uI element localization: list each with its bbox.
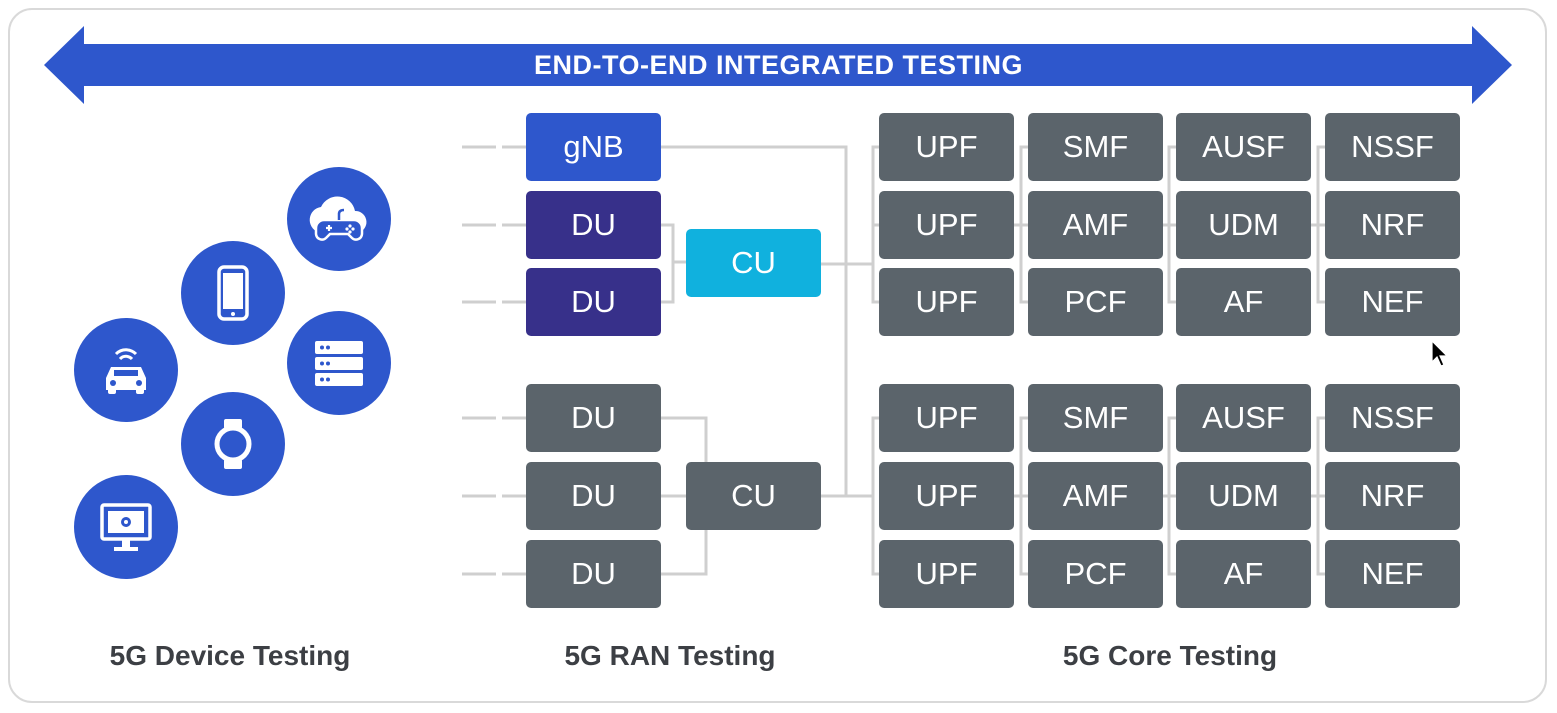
core-nf-box: NRF: [1325, 191, 1460, 259]
gnb-box: gNB: [526, 113, 661, 181]
end-to-end-arrow: [44, 26, 1512, 104]
cu-box: CU: [686, 462, 821, 530]
core-nf-box: UPF: [879, 191, 1014, 259]
core-testing-label: 5G Core Testing: [1062, 640, 1278, 671]
core-nf-box: UPF: [879, 384, 1014, 452]
core-nf-box: PCF: [1028, 540, 1163, 608]
banner-title: END-TO-END INTEGRATED TESTING: [533, 49, 1023, 80]
cu-box: CU: [686, 229, 821, 297]
core-nf-box: UDM: [1176, 462, 1311, 530]
core-nf-box: AUSF: [1176, 384, 1311, 452]
connected-car-icon: [74, 318, 178, 422]
core-nf-box: AUSF: [1176, 113, 1311, 181]
core-nf-box: UPF: [879, 540, 1014, 608]
ran-testing-label: 5G RAN Testing: [564, 640, 776, 671]
du-box: DU: [526, 540, 661, 608]
core-nf-box: AMF: [1028, 462, 1163, 530]
core-nf-box: PCF: [1028, 268, 1163, 336]
cloud-gaming-icon: [287, 167, 391, 271]
core-nf-box: NRF: [1325, 462, 1460, 530]
core-nf-box: NSSF: [1325, 113, 1460, 181]
core-nf-box: AMF: [1028, 191, 1163, 259]
du-box: DU: [526, 462, 661, 530]
core-nf-box: NEF: [1325, 540, 1460, 608]
core-nf-box: UPF: [879, 268, 1014, 336]
core-nf-box: NSSF: [1325, 384, 1460, 452]
core-nf-box: UPF: [879, 113, 1014, 181]
monitor-icon: [74, 475, 178, 579]
core-nf-box: NEF: [1325, 268, 1460, 336]
du-box: DU: [526, 268, 661, 336]
smartwatch-icon: [181, 392, 285, 496]
du-box: DU: [526, 191, 661, 259]
core-nf-box: AF: [1176, 268, 1311, 336]
device-testing-label: 5G Device Testing: [109, 640, 351, 671]
smartphone-icon: [181, 241, 285, 345]
core-nf-box: UDM: [1176, 191, 1311, 259]
core-nf-box: SMF: [1028, 113, 1163, 181]
core-nf-box: UPF: [879, 462, 1014, 530]
core-nf-box: SMF: [1028, 384, 1163, 452]
core-nf-box: AF: [1176, 540, 1311, 608]
du-box: DU: [526, 384, 661, 452]
server-icon: [287, 311, 391, 415]
mouse-cursor-icon: [1431, 340, 1449, 367]
